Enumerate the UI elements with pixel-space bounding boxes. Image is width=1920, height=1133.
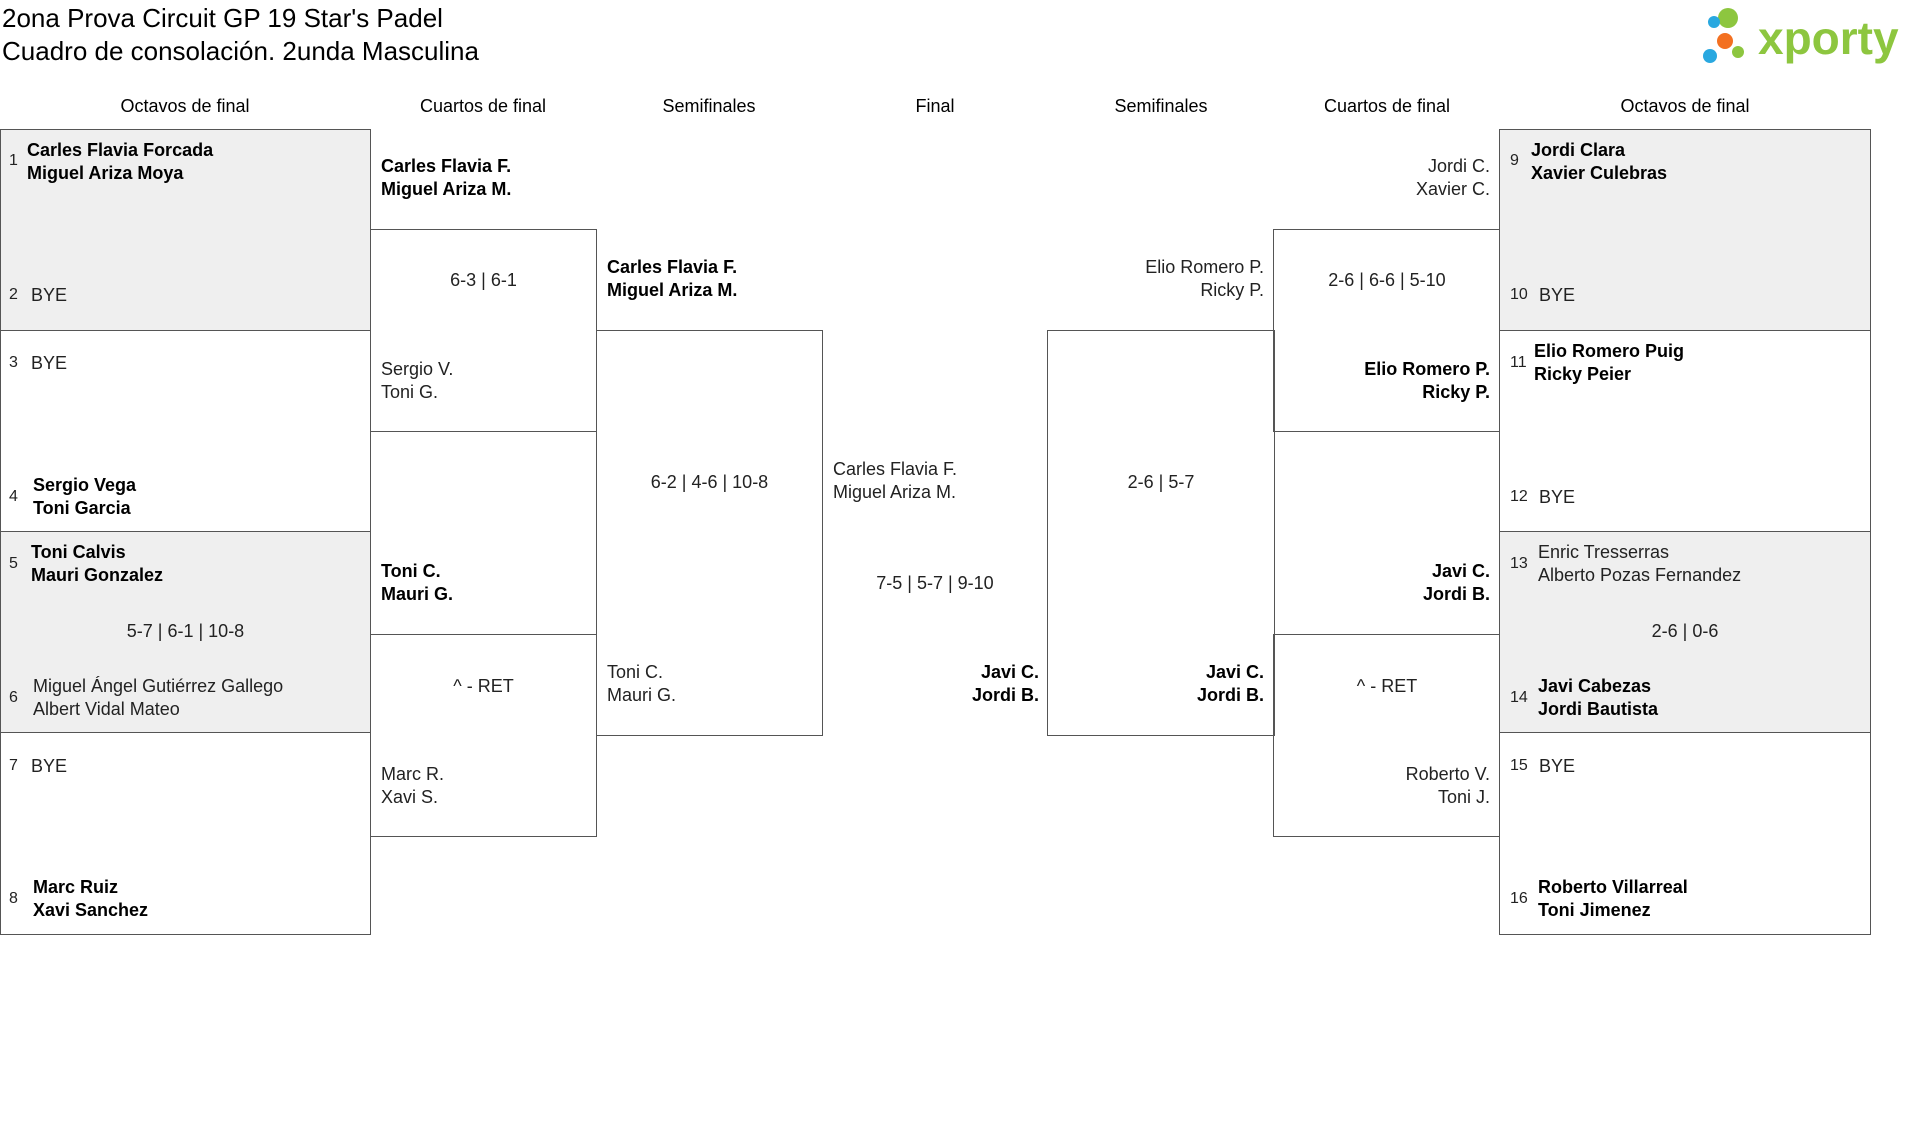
- seed-number: 4: [9, 488, 18, 505]
- tournament-title: 2ona Prova Circuit GP 19 Star's Padel Cu…: [2, 2, 479, 68]
- team-name: Elio Romero P.Ricky P.: [1364, 359, 1490, 402]
- team-name: Javi C.Jordi B.: [1196, 662, 1264, 705]
- match-score: ^ - RET: [453, 676, 514, 696]
- round-header-left-sf: Semifinales: [662, 96, 756, 116]
- svg-text:xporty: xporty: [1758, 12, 1899, 64]
- match-box-sf-left: [596, 330, 823, 736]
- seed-number: 10: [1510, 286, 1528, 303]
- seed-number: 11: [1510, 354, 1527, 371]
- team-name: BYE: [31, 756, 68, 776]
- team-name: Roberto V.Toni J.: [1405, 764, 1490, 807]
- match-box-r16-3: [0, 531, 371, 733]
- round-header-right-qf: Cuartos de final: [1323, 96, 1451, 116]
- team-name: BYE: [31, 353, 68, 373]
- seed-number: 12: [1510, 488, 1528, 505]
- round-header-right-r16: Octavos de final: [1620, 96, 1750, 116]
- seed-number: 16: [1510, 890, 1528, 907]
- match-score: 5-7 | 6-1 | 10-8: [126, 621, 245, 641]
- seed-number: 3: [9, 354, 18, 371]
- team-name: Javi C.Jordi B.: [1422, 561, 1490, 604]
- seed-number: 8: [9, 890, 18, 907]
- team-name: BYE: [1539, 756, 1576, 776]
- team-name: Carles Flavia F.Miguel Ariza M.: [833, 459, 958, 502]
- seed-number: 9: [1510, 152, 1519, 169]
- match-box-r16-8: [1499, 732, 1871, 935]
- xporty-logo: xporty: [1698, 4, 1920, 68]
- team-name: Sergio V.Toni G.: [381, 359, 454, 402]
- match-score: 6-2 | 4-6 | 10-8: [650, 472, 769, 492]
- match-score: ^ - RET: [1356, 676, 1418, 696]
- team-name: BYE: [1539, 487, 1576, 507]
- seed-number: 14: [1510, 689, 1528, 706]
- match-score: 2-6 | 0-6: [1651, 621, 1719, 641]
- team-name: BYE: [1539, 285, 1576, 305]
- team-name: Javi C.Jordi B.: [971, 662, 1039, 705]
- match-box-r16-1: [0, 129, 371, 331]
- xporty-logo-graphic: xporty: [1703, 8, 1899, 64]
- team-name: Toni C.Mauri G.: [381, 561, 454, 604]
- final-score: 7-5 | 5-7 | 9-10: [876, 573, 994, 593]
- match-score: 2-6 | 6-6 | 5-10: [1328, 270, 1446, 290]
- match-box-sf-right: [1047, 330, 1275, 736]
- seed-number: 1: [9, 152, 18, 169]
- round-header-left-qf: Cuartos de final: [419, 96, 547, 116]
- round-header-final: Final: [915, 96, 955, 116]
- title-line-2: Cuadro de consolación. 2unda Masculina: [2, 36, 479, 66]
- team-name: Carles Flavia F.Miguel Ariza M.: [607, 257, 738, 300]
- title-line-1: 2ona Prova Circuit GP 19 Star's Padel: [2, 3, 443, 33]
- seed-number: 13: [1510, 555, 1528, 572]
- seed-number: 15: [1510, 757, 1528, 774]
- team-name: BYE: [31, 285, 68, 305]
- match-score: 6-3 | 6-1: [450, 270, 517, 290]
- team-name: Jordi C.Xavier C.: [1415, 156, 1490, 199]
- seed-number: 5: [9, 555, 18, 572]
- round-header-right-sf: Semifinales: [1114, 96, 1208, 116]
- match-box-r16-5: [1499, 129, 1871, 331]
- team-name: Toni C.Mauri G.: [607, 662, 677, 705]
- seed-number: 6: [9, 689, 18, 706]
- seed-number: 2: [9, 286, 18, 303]
- team-name: Elio Romero P.Ricky P.: [1145, 257, 1264, 300]
- round-header-left-r16: Octavos de final: [120, 96, 250, 116]
- match-score: 2-6 | 5-7: [1127, 472, 1195, 492]
- seed-number: 7: [9, 757, 18, 774]
- team-name: Marc R.Xavi S.: [381, 764, 444, 807]
- team-name: Carles Flavia F.Miguel Ariza M.: [381, 156, 512, 199]
